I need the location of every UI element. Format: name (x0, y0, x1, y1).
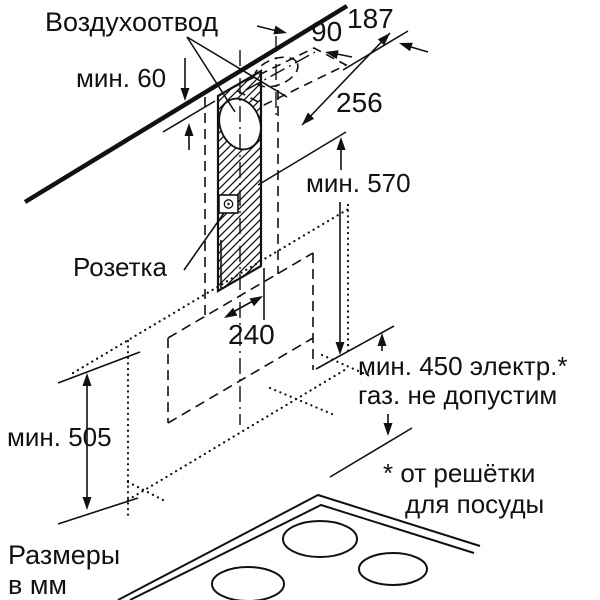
wall-plate-hatched (216, 69, 263, 293)
dim-90-label: 90 (311, 16, 343, 47)
chimney-shroud-dashed (204, 90, 279, 316)
dimension-arrows (82, 25, 429, 510)
dim-min-570-label: мин. 570 (306, 168, 411, 198)
dim-60-arrows (180, 58, 194, 150)
dim-min-60-label: мин. 60 (76, 63, 167, 93)
ceiling-duct-hole-dashed (253, 56, 299, 88)
socket-label: Розетка (73, 252, 167, 282)
burner-ellipse (358, 552, 428, 586)
burner-ellipse (282, 520, 358, 558)
air-outlet-label: Воздухоотвод (45, 7, 218, 37)
hood-outline-dashed (167, 252, 314, 424)
cooktop-outer-edge (117, 493, 481, 600)
extension-lines (57, 30, 413, 525)
ceiling-line (23, 4, 349, 204)
dim-570-arrows (335, 137, 346, 355)
dim-187-label: 187 (347, 3, 394, 34)
dim-min-450-label-line2: газ. не допустим (358, 380, 558, 410)
cutout-centerline-dashdot (245, 51, 316, 91)
dim-240-label: 240 (228, 319, 275, 350)
leader-lines (183, 36, 288, 271)
chimney-top-line (162, 100, 216, 133)
cooktop (117, 493, 481, 600)
dim-505-arrows (82, 373, 92, 510)
duct-hole-circle (218, 97, 262, 151)
burner-ellipse (211, 566, 285, 600)
dim-min-505-label: мин. 505 (7, 422, 112, 452)
dim-240-arrows (224, 296, 263, 318)
dim-90-arrows (256, 25, 353, 59)
dim-256-label: 256 (336, 87, 383, 118)
dim-min-450-label-line1: мин. 450 электр.* (358, 351, 568, 381)
dim-187-arrow (399, 42, 429, 53)
footnote-line2: для посуды (405, 489, 545, 519)
dim-256-arrows (301, 32, 391, 126)
socket-box (218, 194, 239, 214)
cooktop-inner-edge (129, 503, 475, 600)
ceiling-cutout-dashed (230, 47, 348, 106)
units-note-line2: в мм (8, 570, 67, 600)
units-note-line1: Размеры (8, 540, 121, 570)
footnote-line1: * от решётки (383, 458, 536, 488)
dim-450-arrows (377, 333, 393, 436)
clearance-dotted-lines (71, 203, 374, 522)
